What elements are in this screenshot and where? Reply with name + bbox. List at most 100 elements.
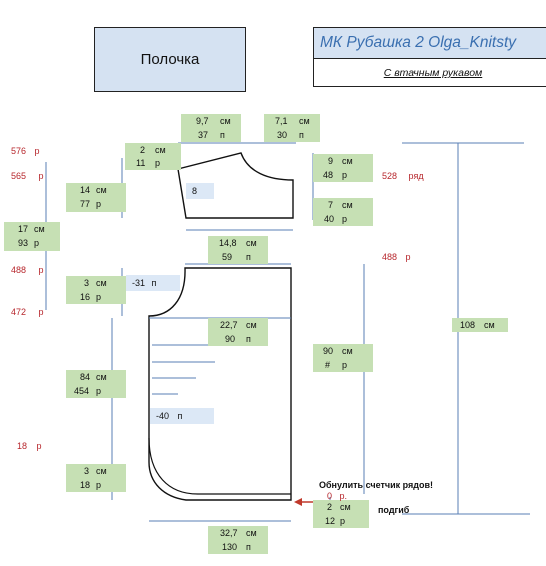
measure-cm: 2: [140, 145, 146, 155]
piece-title: Полочка: [140, 51, 200, 68]
measure-r-unit: р: [96, 480, 102, 490]
measure-hem: 2 см 12 р: [313, 500, 369, 528]
measure-cm: 22,7: [220, 320, 238, 330]
measure-r: #: [325, 360, 331, 370]
measure-cm-unit: см: [96, 372, 107, 382]
measure-cm-unit: см: [340, 502, 351, 512]
row-marker-472: 472 р: [11, 307, 44, 317]
measure-cm: 108: [460, 320, 476, 330]
measure-n-unit: п: [246, 542, 251, 552]
row-marker-528: 528 ряд: [382, 171, 424, 181]
measure-cm-unit: см: [96, 466, 107, 476]
row-number: 18: [17, 441, 28, 451]
measure-top-left: 9,7 см 37 п: [181, 114, 241, 142]
measure-cm-unit: см: [96, 185, 107, 195]
measure-cm: 90: [323, 346, 334, 356]
armhole-value-label: -31 п: [126, 275, 180, 291]
measure-cm: 32,7: [220, 528, 238, 538]
measure-cm: 9: [328, 156, 334, 166]
measure-n: 130: [222, 542, 238, 552]
row-unit: р: [38, 265, 44, 275]
measure-left-bottom: 3 см 18 р: [66, 464, 126, 492]
upper-piece-outline: [177, 152, 294, 219]
measure-r-unit: р: [340, 516, 346, 526]
measure-cm-unit: см: [299, 116, 310, 126]
measure-left-upper: 14 см 77 р: [66, 183, 126, 212]
measure-r-unit: р: [342, 214, 348, 224]
row-unit: р: [38, 307, 44, 317]
row-number: 472: [11, 307, 27, 317]
pattern-header: МК Рубашка 2 Olga_Knitsty С втачным рука…: [313, 27, 546, 87]
measure-cm-unit: см: [34, 224, 45, 234]
row-marker-576: 576 р: [11, 146, 40, 156]
measure-r: 11: [136, 158, 146, 168]
measure-cm: 2: [327, 502, 333, 512]
measure-right-upper: 9 см 48 р: [313, 154, 373, 182]
measure-cm-unit: см: [342, 346, 353, 356]
row-unit: р.: [339, 491, 348, 501]
measure-r: 40: [324, 214, 335, 224]
body-unit: п: [177, 411, 183, 421]
measure-cm: 84: [80, 372, 91, 382]
piece-title-box: Полочка: [94, 27, 246, 92]
body-piece-outline: [148, 267, 292, 501]
measure-cm-unit: см: [155, 145, 166, 155]
row-unit: р: [405, 252, 411, 262]
measure-r: 93: [18, 238, 29, 248]
measure-r: 454: [74, 386, 90, 396]
neck-value-label: 8: [186, 183, 214, 199]
measure-n: 90: [225, 334, 236, 344]
reset-arrowhead: [294, 498, 302, 506]
measure-cm-unit: см: [246, 528, 257, 538]
measure-r-unit: р: [342, 360, 348, 370]
measure-mid-width: 14,8 см 59 п: [208, 236, 268, 264]
row-marker-565: 565 р: [11, 171, 44, 181]
row-unit: р: [36, 441, 42, 451]
row-number: 488: [382, 252, 398, 262]
row-number: 576: [11, 146, 27, 156]
row-unit: р: [34, 146, 40, 156]
fold-label: подгиб: [378, 505, 410, 515]
measure-cm-unit: см: [246, 238, 257, 248]
pattern-subtitle: С втачным рукавом: [383, 67, 483, 79]
measure-r-unit: р: [96, 386, 102, 396]
measure-cm: 7: [328, 200, 334, 210]
measure-cm: 3: [84, 466, 90, 476]
row-unit: р: [38, 171, 44, 181]
measure-cm-unit: см: [220, 116, 231, 126]
measure-bottom-width: 32,7 см 130 п: [208, 526, 268, 554]
hem-inner-curve: [148, 437, 291, 495]
row-unit: ряд: [408, 171, 424, 181]
measure-r: 77: [80, 199, 91, 209]
measure-r: 12: [325, 516, 336, 526]
body-value-label: -40 п: [150, 408, 214, 424]
pattern-title: МК Рубашка 2 Olga_Knitsty: [314, 28, 546, 59]
measure-cm: 3: [84, 278, 90, 288]
measure-body-width: 22,7 см 90 п: [208, 318, 268, 346]
measure-neck-drop: 2 см 11 р: [125, 143, 181, 170]
measure-r: 18: [80, 480, 91, 490]
measure-r-unit: р: [96, 292, 102, 302]
zero-row-marker: 0 р.: [327, 491, 347, 501]
measure-left-total: 17 см 93 р: [4, 222, 60, 251]
armhole-value: -31: [132, 278, 146, 288]
measure-n: 37: [198, 130, 209, 140]
measure-cm-unit: см: [342, 200, 353, 210]
measure-cm: 9,7: [196, 116, 209, 126]
measure-cm-unit: см: [342, 156, 353, 166]
measure-right-lower: 7 см 40 р: [313, 198, 373, 226]
row-number: 488: [11, 265, 27, 275]
armhole-unit: п: [151, 278, 157, 288]
reset-counter-note: Обнулить счетчик рядов!: [319, 480, 433, 490]
measure-cm: 7,1: [275, 116, 288, 126]
row-marker-488-right: 488 р: [382, 252, 411, 262]
measure-n-unit: п: [246, 334, 251, 344]
measure-r-unit: р: [342, 170, 348, 180]
measure-total-height: 108 см: [452, 318, 508, 332]
measure-armhole: 3 см 16 р: [66, 276, 126, 304]
measure-cm-unit: см: [484, 320, 495, 330]
measure-n: 59: [222, 252, 233, 262]
row-marker-488: 488 р: [11, 265, 44, 275]
measure-r: 16: [80, 292, 91, 302]
